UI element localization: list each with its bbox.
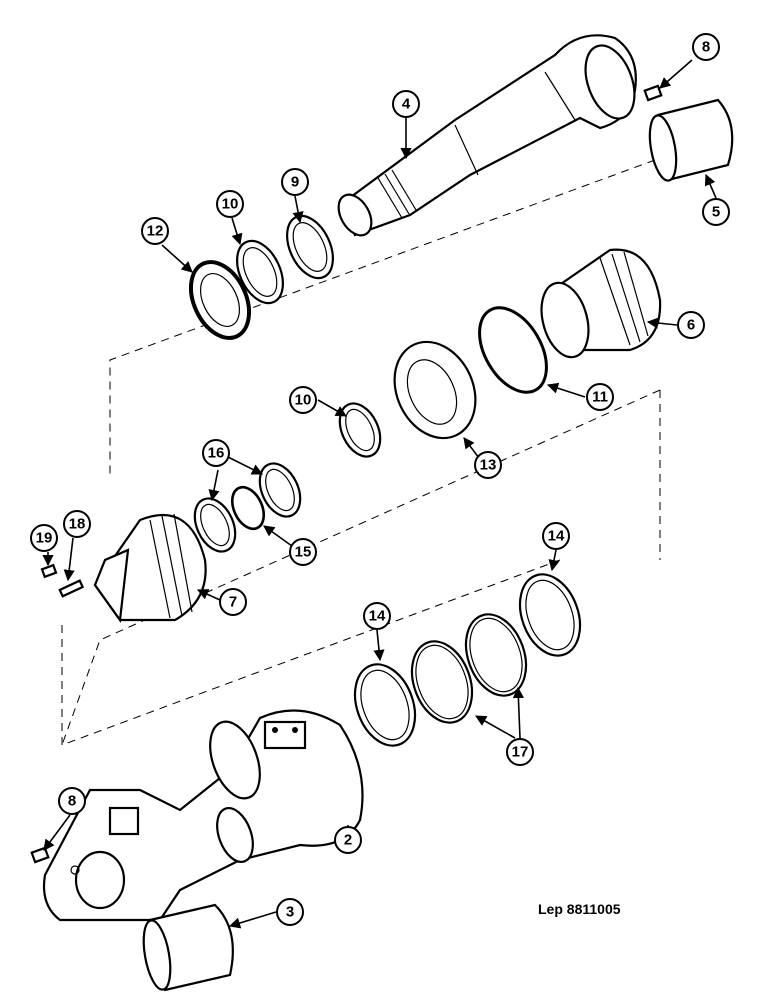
svg-text:4: 4 (402, 96, 411, 113)
cylinder-barrel (42, 709, 364, 922)
callout-9: 9 (281, 168, 309, 196)
callout-8-bottom: 8 (58, 787, 86, 815)
svg-text:5: 5 (712, 204, 720, 221)
callout-17: 17 (506, 738, 534, 766)
svg-text:6: 6 (687, 317, 695, 334)
callout-8-top: 8 (692, 33, 720, 61)
svg-text:14: 14 (548, 528, 565, 545)
callout-10-middle: 10 (289, 386, 317, 414)
piston-rod (337, 34, 637, 237)
svg-text:2: 2 (344, 832, 352, 849)
callout-14-right: 14 (542, 522, 570, 550)
callout-16: 16 (202, 439, 230, 467)
grease-fitting-bottom (30, 846, 50, 864)
svg-text:17: 17 (512, 744, 529, 761)
bushing-bottom (142, 903, 234, 992)
callout-19: 19 (30, 524, 58, 552)
callout-7: 7 (219, 588, 247, 616)
callout-18: 18 (63, 510, 91, 538)
wear-ring-middle (338, 402, 382, 458)
o-ring-large (478, 306, 548, 394)
svg-text:19: 19 (36, 530, 53, 547)
svg-text:18: 18 (69, 516, 86, 533)
seal-ring-group-top (188, 214, 334, 340)
svg-text:9: 9 (291, 174, 299, 191)
svg-text:7: 7 (229, 594, 237, 611)
bushing-top (648, 98, 734, 182)
callout-14-left: 14 (363, 602, 391, 630)
svg-text:14: 14 (369, 608, 386, 625)
seal-ring-group-middle (193, 462, 302, 553)
gland-cylinder-head (540, 248, 662, 359)
svg-text:8: 8 (702, 39, 710, 56)
callout-15: 15 (289, 538, 317, 566)
grease-fitting-top (643, 84, 663, 102)
svg-text:10: 10 (295, 392, 312, 409)
callout-10-top: 10 (216, 190, 244, 218)
seal-large (393, 340, 477, 440)
svg-text:3: 3 (286, 904, 294, 921)
svg-text:10: 10 (222, 196, 239, 213)
svg-text:13: 13 (480, 457, 497, 474)
svg-text:11: 11 (592, 389, 608, 406)
svg-text:12: 12 (147, 223, 164, 240)
callout-2: 2 (334, 826, 362, 854)
piston (93, 513, 207, 623)
svg-text:8: 8 (68, 793, 76, 810)
reference-code: Lep 8811005 (538, 901, 621, 917)
callout-5: 5 (702, 198, 730, 226)
svg-text:15: 15 (295, 544, 312, 561)
set-screw-and-pin (40, 563, 85, 598)
callout-3: 3 (276, 898, 304, 926)
callout-6: 6 (677, 311, 705, 339)
svg-text:16: 16 (208, 445, 225, 462)
callout-12: 12 (141, 217, 169, 245)
callout-4: 4 (392, 90, 420, 118)
callout-13: 13 (474, 451, 502, 479)
callout-11: 11 (586, 383, 614, 411)
seal-ring-group-lower (353, 573, 582, 747)
dashed-guide-lines (61, 159, 661, 746)
